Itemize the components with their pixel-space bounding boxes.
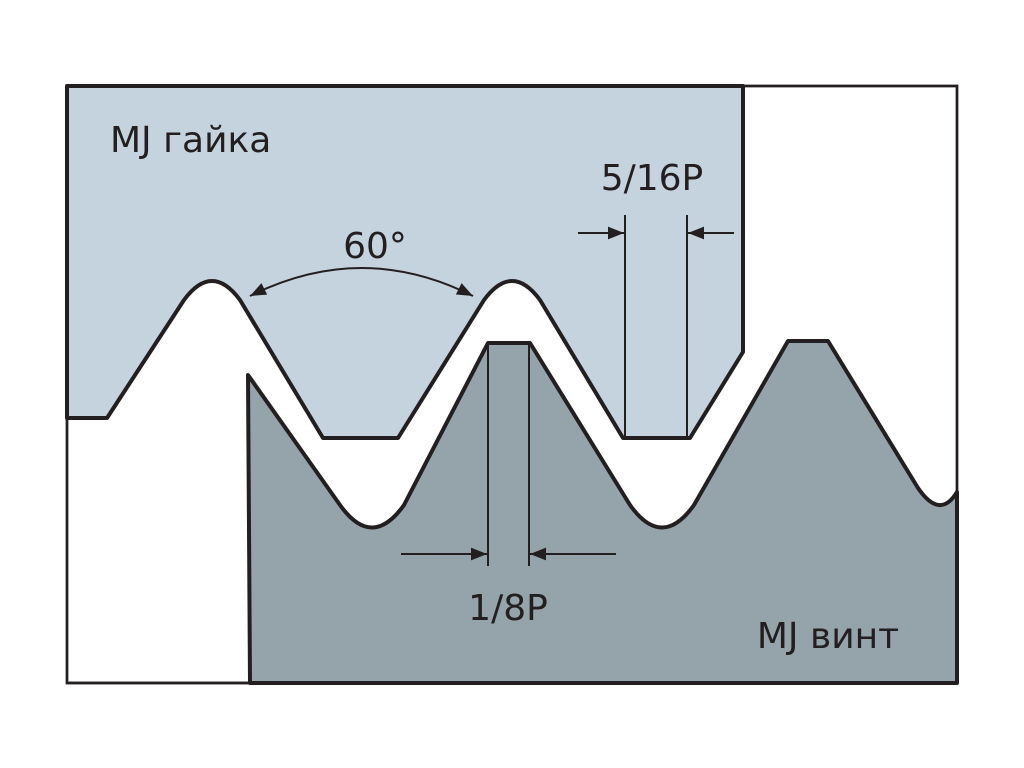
- nut-root-width-label: 5/16P: [601, 158, 704, 199]
- angle-arc: [249, 267, 474, 297]
- screw-body: [246, 339, 959, 685]
- nut-label: MJ гайка: [110, 120, 271, 161]
- screw-label: MJ винт: [757, 616, 899, 657]
- angle-label: 60°: [343, 226, 407, 267]
- screw-crest-width-label: 1/8P: [468, 588, 548, 629]
- screw-crest-dimension: [401, 343, 616, 566]
- nut-root-dimension: [578, 215, 734, 438]
- nut-body: [65, 84, 745, 440]
